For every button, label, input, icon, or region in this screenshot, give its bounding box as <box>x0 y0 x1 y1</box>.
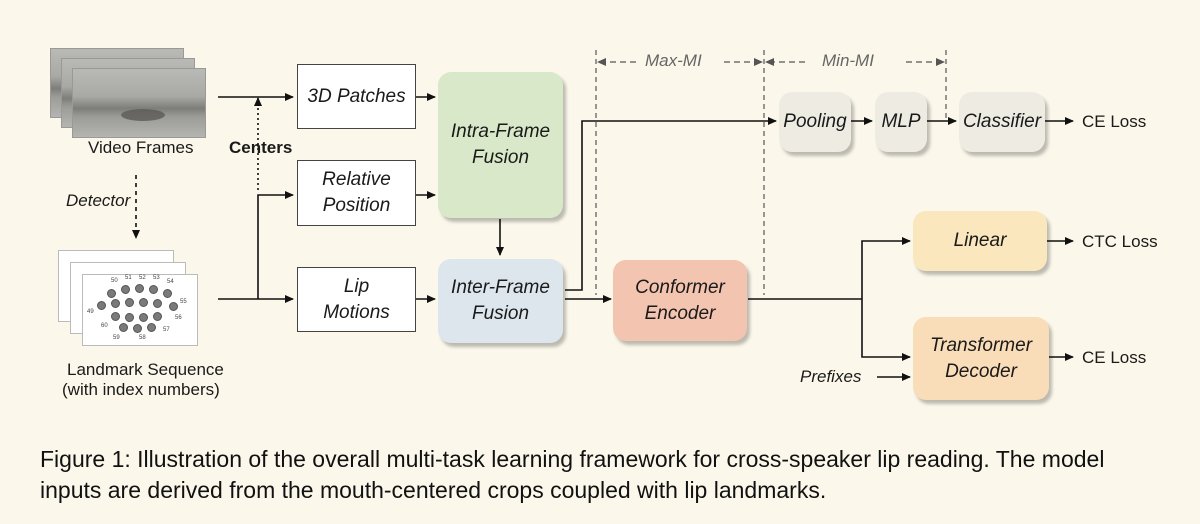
landmark-frame-front: 50 51 52 53 54 55 49 56 60 57 59 58 <box>82 274 198 346</box>
landmark-point <box>153 299 162 308</box>
classifier-box: Classifier <box>959 92 1045 152</box>
ce-loss-speaker-label: CE Loss <box>1082 112 1147 131</box>
landmark-point <box>125 298 134 307</box>
classifier-label: Classifier <box>962 111 1042 132</box>
inter-frame-fusion-label-line1: Inter-Frame <box>451 277 550 298</box>
landmark-point <box>169 302 178 311</box>
landmark-point <box>111 312 120 321</box>
relative-position-label-line2: Position <box>322 195 391 216</box>
mlp-box: MLP <box>875 92 927 152</box>
conformer-encoder-box: Conformer Encoder <box>613 260 747 341</box>
transformer-decoder-label-line1: Transformer <box>929 334 1033 356</box>
linear-label: Linear <box>953 230 1007 251</box>
conformer-encoder-label-line2: Encoder <box>644 302 716 324</box>
landmark-index: 55 <box>180 299 187 305</box>
relative-position-label-line1: Relative <box>322 169 391 190</box>
landmark-point <box>147 323 156 332</box>
prefixes-label: Prefixes <box>800 367 862 386</box>
landmark-sequence-label: Landmark Sequence <box>67 360 224 379</box>
landmark-point <box>153 312 162 321</box>
intra-frame-fusion-label-line1: Intra-Frame <box>450 121 551 142</box>
landmark-point <box>119 323 128 332</box>
video-frame-front <box>72 68 206 138</box>
ce-loss-decoder-label: CE Loss <box>1082 348 1147 367</box>
lip-motions-label-line1: Lip <box>343 275 370 297</box>
landmark-point <box>125 313 134 322</box>
landmark-point <box>107 289 116 298</box>
landmark-point <box>139 298 148 307</box>
landmark-point <box>97 301 106 310</box>
max-mi-label: Max-MI <box>645 51 702 70</box>
landmark-point <box>121 285 130 294</box>
pooling-box: Pooling <box>779 92 851 152</box>
landmark-index: 52 <box>139 275 146 281</box>
intra-frame-fusion-label-line2: Fusion <box>471 147 530 168</box>
figure-caption: Figure 1: Illustration of the overall mu… <box>40 444 1180 506</box>
detector-label: Detector <box>66 191 131 210</box>
landmark-point <box>111 299 120 308</box>
landmark-point <box>135 284 144 293</box>
landmark-point <box>133 324 142 333</box>
line-branch-to-relative-position <box>257 191 294 299</box>
pooling-label: Pooling <box>783 111 847 132</box>
transformer-decoder-label-line2: Decoder <box>945 360 1017 382</box>
min-mi-label: Min-MI <box>822 51 874 70</box>
relative-position-box: Relative Position <box>297 160 416 226</box>
linear-box: Linear <box>913 211 1047 271</box>
landmark-index: 56 <box>175 315 182 321</box>
landmark-index: 53 <box>153 275 160 281</box>
landmark-index: 49 <box>87 309 94 315</box>
landmark-index: 59 <box>113 335 120 341</box>
landmark-sequence-sublabel: (with index numbers) <box>62 380 220 399</box>
landmark-index: 60 <box>101 323 108 329</box>
lip-motions-label-line2: Motions <box>323 301 390 323</box>
landmark-point <box>163 289 172 298</box>
inter-frame-fusion-label-line2: Fusion <box>471 303 530 324</box>
landmark-index: 54 <box>167 279 174 285</box>
landmark-index: 51 <box>125 275 132 281</box>
conformer-encoder-label-line1: Conformer <box>635 276 725 298</box>
landmark-index: 58 <box>139 335 146 341</box>
intra-frame-fusion-box: Intra-Frame Fusion <box>438 72 563 218</box>
arrow-to-decoder <box>861 299 911 361</box>
arrow-to-linear <box>861 237 911 299</box>
patches-3d-label: 3D Patches <box>307 85 406 107</box>
landmark-point <box>149 285 158 294</box>
lip-motions-box: Lip Motions <box>297 267 416 332</box>
landmark-index: 50 <box>111 278 118 284</box>
ctc-loss-label: CTC Loss <box>1082 232 1158 251</box>
line-inter-to-pooling <box>565 117 777 291</box>
transformer-decoder-box: Transformer Decoder <box>913 317 1049 400</box>
landmark-index: 57 <box>163 327 170 333</box>
video-frames-label: Video Frames <box>88 138 194 157</box>
inter-frame-fusion-box: Inter-Frame Fusion <box>438 259 563 343</box>
landmark-point <box>139 313 148 322</box>
patches-3d-box: 3D Patches <box>297 64 416 129</box>
centers-label: Centers <box>229 138 293 157</box>
figure-caption-line1: Figure 1: Illustration of the overall mu… <box>40 446 1105 472</box>
figure-caption-line2: inputs are derived from the mouth-center… <box>40 477 827 503</box>
mlp-label: MLP <box>881 111 921 132</box>
